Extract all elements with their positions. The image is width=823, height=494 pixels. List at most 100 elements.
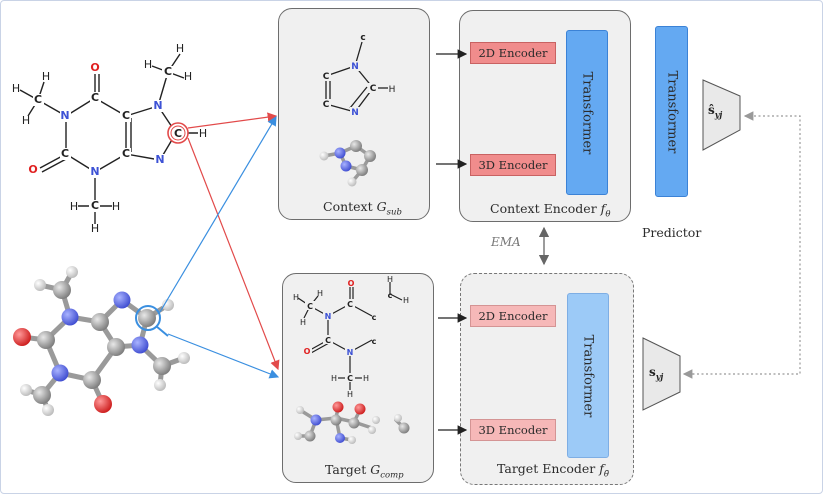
atom-o: O xyxy=(28,163,37,176)
atom-n: N xyxy=(347,348,354,357)
context-2d-encoder-label: 2D Encoder xyxy=(478,46,548,60)
caffeine-3d-atoms xyxy=(13,266,190,416)
atom-h: H xyxy=(184,70,192,83)
atom-c-lower: c xyxy=(360,33,365,43)
atom-c: C xyxy=(323,72,330,82)
target-embedding-symbol: s xyxy=(649,365,656,379)
target-3d-encoder: 3D Encoder xyxy=(470,419,556,441)
atom-h: H xyxy=(363,374,369,383)
atom-h: H xyxy=(300,318,306,327)
highlight-3d-handle xyxy=(155,325,169,337)
predicted-embedding-subscript: yj xyxy=(714,109,723,120)
context-panel-subscript: sub xyxy=(386,207,402,218)
atom-n: N xyxy=(155,153,164,166)
atom-h: H xyxy=(91,222,99,235)
context-panel-text: Context xyxy=(323,199,373,214)
atom-c: C xyxy=(307,302,313,311)
red-arrow-to-target xyxy=(187,137,280,371)
atom-n: N xyxy=(325,312,332,321)
atom-c: C xyxy=(91,199,99,212)
atom-c: C xyxy=(122,147,130,160)
target-embedding-label: syj xyxy=(649,365,663,381)
atom-c-lower: c xyxy=(372,313,377,322)
blue-arrow-to-context xyxy=(159,115,277,313)
atom-h: H xyxy=(70,200,78,213)
target-encoder-text: Target Encoder xyxy=(497,461,596,476)
predicted-embedding-trapezoid xyxy=(702,79,741,151)
atom-h: H xyxy=(112,200,120,213)
atom-h: H xyxy=(293,293,299,302)
atom-c: C xyxy=(122,109,130,122)
target-2d-encoder: 2D Encoder xyxy=(470,305,556,327)
atom-o: O xyxy=(304,347,311,356)
ema-label: EMA xyxy=(491,235,521,249)
context-3d-fragment xyxy=(319,140,376,187)
target-encoder-symbol: f xyxy=(599,461,604,476)
target-encoder-label: Target Encoder fθ̄ xyxy=(497,461,609,480)
target-3d-encoder-label: 3D Encoder xyxy=(478,423,548,437)
context-panel-label: Context Gsub xyxy=(323,199,402,218)
caffeine-2d-atoms: O O N N N N C C C C C C C H H H H H H H … xyxy=(12,42,207,235)
context-encoder-text: Context Encoder xyxy=(490,201,597,216)
atom-n: N xyxy=(90,165,99,178)
atom-h: H xyxy=(42,70,50,83)
context-encoder-label: Context Encoder fθ xyxy=(490,201,610,220)
atom-h: H xyxy=(144,58,152,71)
atom-h: H xyxy=(317,289,323,298)
context-encoder-subscript: θ xyxy=(605,209,611,220)
target-2d-atoms: O O N N C C C C c c c H H H H H H H H xyxy=(293,275,409,399)
context-encoder-symbol: f xyxy=(600,201,606,216)
target-embedding-trapezoid xyxy=(642,337,681,411)
target-panel-label: Target Gcomp xyxy=(325,462,404,481)
predicted-embedding-symbol: ŝ xyxy=(708,103,715,117)
red-arrow-to-context xyxy=(187,112,278,129)
atom-c: C xyxy=(325,336,331,345)
atom-h: H xyxy=(176,42,184,55)
predicted-embedding-label: ŝyj xyxy=(708,103,722,119)
atom-h: H xyxy=(347,390,353,399)
context-transformer: Transformer xyxy=(566,30,608,195)
atom-n: N xyxy=(153,99,162,112)
highlight-3d-ring xyxy=(135,305,161,331)
loss-link-dotted xyxy=(690,115,801,375)
atom-c-lower: c xyxy=(372,337,377,346)
atom-c: C xyxy=(34,93,42,106)
context-2d-ring xyxy=(325,41,388,113)
predictor-label: Predictor xyxy=(642,225,702,240)
atom-h: H xyxy=(12,82,20,95)
highlight-ring xyxy=(170,125,186,141)
atom-h: H xyxy=(403,296,409,305)
context-3d-encoder: 3D Encoder xyxy=(470,154,556,176)
atom-c: C xyxy=(347,374,353,383)
atom-n: N xyxy=(351,108,359,118)
atom-h: H xyxy=(22,114,30,127)
target-2d-encoder-label: 2D Encoder xyxy=(478,309,548,323)
blue-arrow-to-target xyxy=(167,333,280,379)
atom-c: C xyxy=(323,100,330,110)
atom-c: C xyxy=(164,65,172,78)
target-transformer: Transformer xyxy=(567,293,609,458)
atom-o: O xyxy=(90,61,99,74)
atom-h: H xyxy=(387,275,393,284)
context-panel-symbol: G xyxy=(376,199,387,214)
atom-h: H xyxy=(389,85,396,95)
atom-c: C xyxy=(370,84,377,94)
atom-n: N xyxy=(60,109,69,122)
target-embedding-subscript: yj xyxy=(655,371,664,382)
atom-c: C xyxy=(91,91,99,104)
atom-h: H xyxy=(199,127,207,140)
target-panel-symbol: G xyxy=(370,462,381,477)
target-panel-text: Target xyxy=(325,462,367,477)
context-3d-encoder-label: 3D Encoder xyxy=(478,158,548,172)
atom-c: C xyxy=(174,127,182,140)
atom-c: C xyxy=(347,300,353,309)
context-2d-encoder: 2D Encoder xyxy=(470,42,556,64)
predictor-transformer: Transformer xyxy=(655,26,688,197)
target-encoder-subscript: θ̄ xyxy=(603,469,610,480)
atom-c: C xyxy=(61,147,69,160)
target-panel-subscript: comp xyxy=(380,470,404,481)
atom-h: H xyxy=(331,374,337,383)
target-3d-fragment xyxy=(294,401,410,444)
atom-o: O xyxy=(348,279,355,288)
